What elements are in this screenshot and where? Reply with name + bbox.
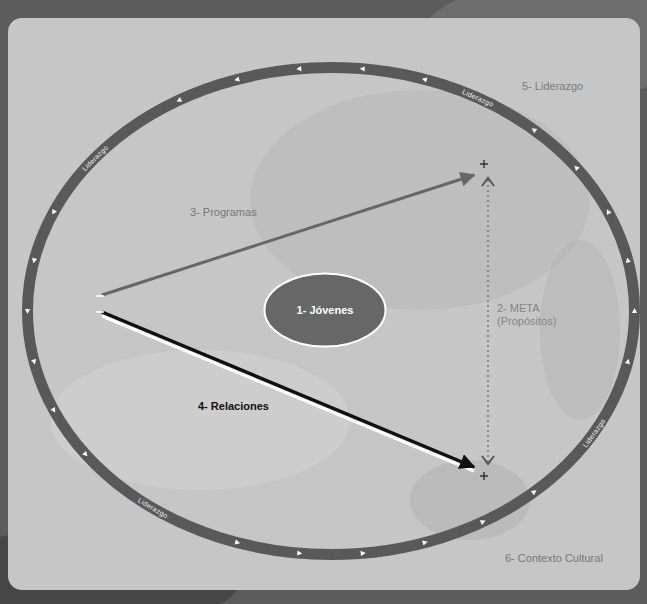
ring-band bbox=[28, 68, 635, 555]
ring-arrowhead bbox=[530, 126, 537, 133]
plus-mark bbox=[480, 160, 488, 168]
programs-arrow bbox=[102, 175, 474, 295]
ring-arrowhead bbox=[50, 407, 57, 414]
ring-arrowhead bbox=[625, 358, 631, 364]
ring-arrowhead bbox=[234, 76, 240, 82]
goal-dotted-line bbox=[487, 180, 489, 462]
ring-arrowhead bbox=[360, 66, 365, 72]
ring-arrowhead bbox=[50, 209, 57, 216]
outer-label: 6- Contexto Cultural bbox=[505, 552, 603, 565]
panel bbox=[8, 18, 640, 590]
node-label: 1- Jóvenes bbox=[297, 304, 354, 316]
goal-chevron bbox=[482, 178, 494, 186]
leadership-ring: 1- JóvenesLiderazgoLiderazgoLiderazgoLid… bbox=[22, 62, 640, 560]
photo-shape bbox=[540, 240, 620, 420]
ring-arrowhead bbox=[480, 518, 487, 525]
ring-arrowhead bbox=[175, 97, 182, 104]
ring-arrowhead bbox=[361, 550, 366, 556]
ring-arrowhead bbox=[531, 488, 538, 495]
start-mark bbox=[96, 295, 104, 297]
ring-arrowhead bbox=[421, 76, 427, 82]
ring-label: Liderazgo bbox=[136, 497, 168, 520]
ring-arrowhead bbox=[25, 309, 30, 314]
arrow-label: 4- Relaciones bbox=[198, 400, 269, 413]
ring-arrowhead bbox=[573, 164, 580, 171]
ring-arrowhead bbox=[605, 208, 612, 215]
arrow-label: 3- Programas bbox=[190, 206, 257, 219]
plus-mark bbox=[480, 472, 488, 480]
ring-arrowhead bbox=[632, 308, 637, 313]
ring-arrowhead bbox=[625, 257, 631, 263]
ring-arrowhead bbox=[82, 451, 89, 458]
ring-arrowhead bbox=[422, 539, 428, 545]
ring-arrowhead bbox=[31, 359, 37, 365]
start-mark bbox=[96, 311, 104, 313]
goal-label: 2- META (Propósitos) bbox=[497, 302, 571, 328]
ring-label: Liderazgo bbox=[581, 417, 606, 448]
ellipse-shape bbox=[265, 274, 386, 347]
outer-label: 5- Liderazgo bbox=[522, 80, 583, 93]
ring-arrowhead bbox=[235, 540, 241, 546]
youth-ellipse: 1- Jóvenes bbox=[263, 272, 387, 348]
ring-arrowhead bbox=[297, 550, 302, 556]
goal-chevron bbox=[482, 456, 494, 464]
ring-arrowhead bbox=[31, 258, 37, 264]
ring-label: Liderazgo bbox=[81, 143, 110, 172]
ring-arrowhead bbox=[296, 66, 301, 72]
